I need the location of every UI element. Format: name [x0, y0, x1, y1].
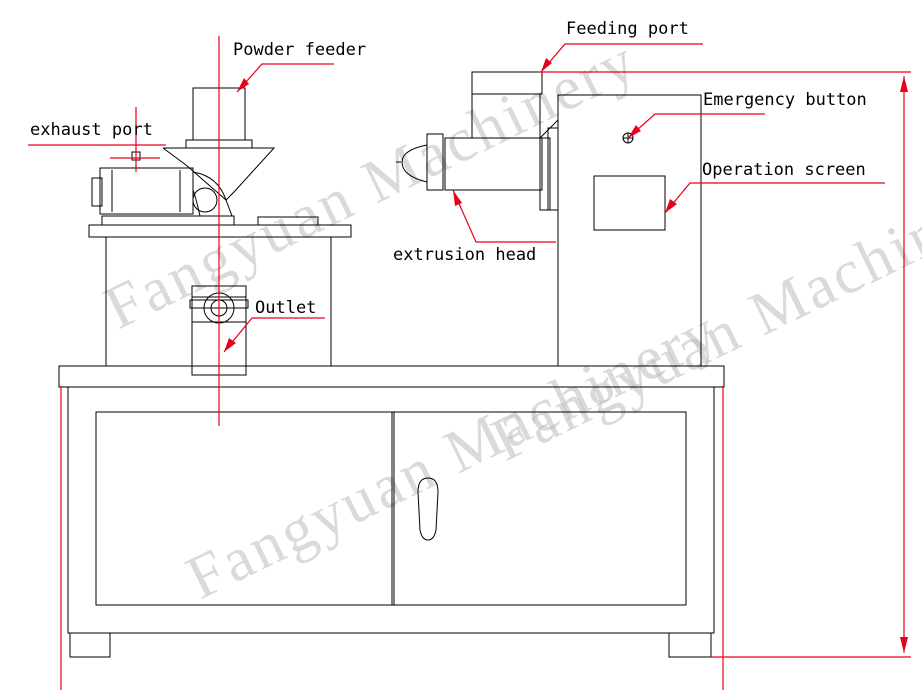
- dimension-lines: [60, 71, 911, 690]
- cabinet-body: [67, 386, 715, 634]
- extruder-barrel: [444, 137, 543, 191]
- operation-screen-label: Operation screen: [702, 160, 866, 180]
- feeding-port-label: Feeding port: [566, 19, 689, 39]
- labels: Powder feeder exhaust port Feeding port …: [30, 19, 867, 318]
- leader-lines: [28, 43, 885, 353]
- right-foot: [668, 632, 712, 658]
- exhaust-port-label: exhaust port: [30, 120, 153, 140]
- extrusion-head: [426, 133, 444, 191]
- control-cabinet: [557, 94, 702, 367]
- watermark-text: Fangyuan Machinery: [94, 26, 647, 343]
- extrusion-head-label: extrusion head: [393, 245, 536, 265]
- motor: [99, 167, 194, 215]
- right-door: [391, 411, 687, 606]
- outlet-label: Outlet: [255, 298, 316, 318]
- right-unit: [396, 71, 702, 367]
- emergency-button-label: Emergency button: [703, 90, 867, 110]
- left-unit: [88, 36, 352, 426]
- powder-feeder-label: Powder feeder: [233, 40, 366, 60]
- door-handle: [417, 477, 439, 541]
- watermark-text: Fangyuan Machinery: [176, 296, 729, 613]
- left-foot: [69, 632, 111, 658]
- operation-screen: [593, 175, 666, 231]
- cabinet: [58, 365, 725, 658]
